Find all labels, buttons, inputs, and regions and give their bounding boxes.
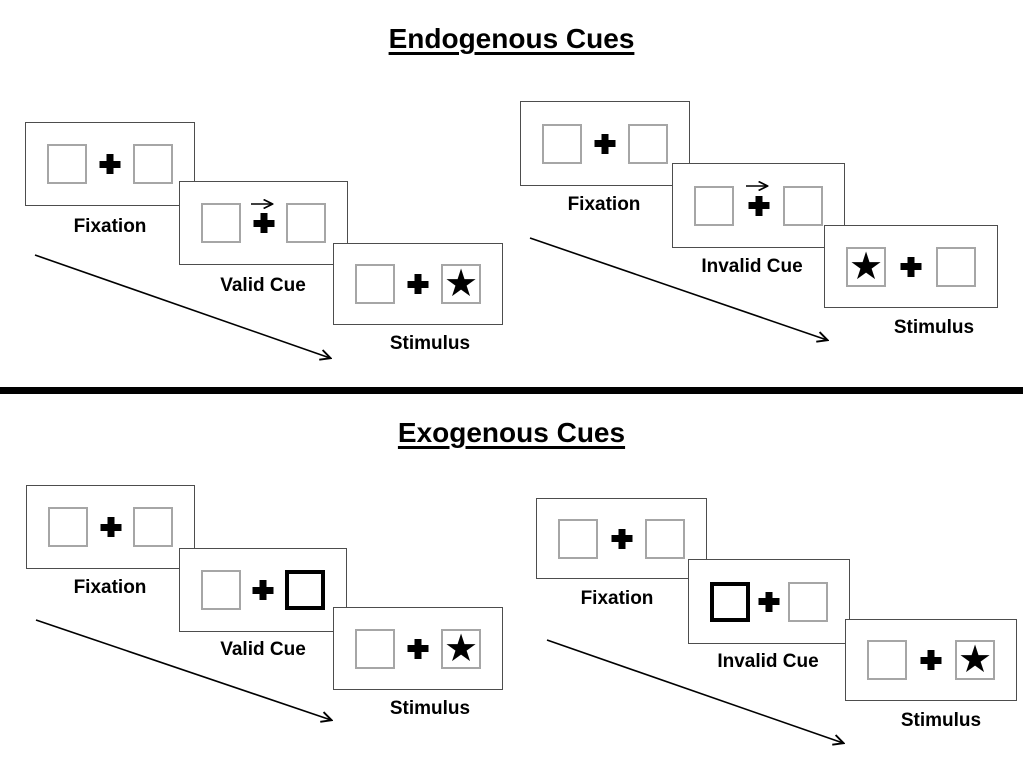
placeholder-box-right — [133, 507, 173, 547]
step-label: Fixation — [73, 577, 147, 598]
section-title-endogenous: Endogenous Cues — [388, 23, 635, 54]
fixation-cross-icon — [252, 580, 274, 600]
section-title-exogenous: Exogenous Cues — [397, 417, 626, 448]
timeline-arrow-icon — [35, 619, 343, 729]
invalid-cue-screen — [672, 163, 845, 248]
step-label: Fixation — [73, 216, 147, 237]
cue-box-highlighted — [285, 570, 325, 610]
target-box: ★ — [846, 245, 886, 288]
fixation-screen — [25, 122, 195, 206]
step-label: Stimulus — [900, 710, 982, 731]
valid-cue-screen — [179, 181, 348, 265]
placeholder-box-left — [201, 570, 241, 610]
section-divider — [0, 387, 1023, 394]
invalid-cue-screen — [688, 559, 850, 644]
step-label: Invalid Cue — [717, 651, 819, 672]
fixation-cross-icon — [99, 154, 121, 174]
fixation-cross-icon — [748, 195, 769, 216]
step-label: Fixation — [567, 194, 641, 215]
step-label: Stimulus — [389, 698, 471, 719]
placeholder-box-left — [694, 185, 734, 226]
arrow-cue-icon — [745, 181, 773, 191]
cue-box-highlighted — [710, 581, 750, 622]
placeholder-box-left — [355, 628, 395, 669]
step-label: Fixation — [580, 588, 654, 609]
fixation-cross-icon — [758, 591, 780, 612]
fixation-cross-icon — [611, 528, 632, 549]
placeholder-box-left — [48, 507, 88, 547]
placeholder-box-right — [645, 518, 685, 559]
fixation-cross-icon — [407, 274, 429, 294]
placeholder-box-left — [47, 144, 87, 184]
valid-cue-screen — [179, 548, 347, 632]
placeholder-box-right — [783, 185, 823, 226]
stimulus-screen: ★ — [824, 225, 998, 308]
step-label: Stimulus — [893, 317, 975, 338]
fixation-cross-icon — [900, 256, 922, 277]
target-star-icon: ★ — [443, 263, 479, 305]
placeholder-box-right — [628, 123, 668, 164]
timeline-arrow-icon — [546, 639, 854, 753]
arrow-cue-icon — [250, 199, 278, 209]
step-label: Valid Cue — [220, 275, 306, 296]
placeholder-box-right — [936, 246, 976, 287]
fixation-screen — [536, 498, 707, 579]
placeholder-box-left — [867, 640, 907, 680]
step-label: Invalid Cue — [701, 256, 803, 277]
target-box: ★ — [441, 264, 481, 304]
stimulus-screen: ★ — [333, 607, 503, 690]
placeholder-box-left — [201, 203, 241, 243]
fixation-screen — [26, 485, 195, 569]
step-label: Stimulus — [389, 333, 471, 354]
fixation-screen — [520, 101, 690, 186]
target-box: ★ — [441, 627, 481, 670]
step-label: Valid Cue — [220, 639, 306, 660]
target-star-icon: ★ — [848, 245, 884, 288]
placeholder-box-right — [133, 144, 173, 184]
placeholder-box-left — [542, 123, 582, 164]
fixation-cross-icon — [253, 213, 274, 233]
stimulus-screen: ★ — [845, 619, 1017, 701]
placeholder-box-right — [788, 581, 828, 622]
target-star-icon: ★ — [957, 639, 993, 681]
fixation-cross-icon — [407, 638, 429, 659]
timeline-arrow-icon — [529, 237, 837, 349]
stimulus-screen: ★ — [333, 243, 503, 325]
placeholder-box-left — [558, 518, 598, 559]
fixation-cross-icon — [594, 133, 616, 154]
target-star-icon: ★ — [443, 627, 479, 670]
placeholder-box-right — [286, 203, 326, 243]
target-box: ★ — [955, 640, 995, 680]
placeholder-box-left — [355, 264, 395, 304]
fixation-cross-icon — [920, 650, 942, 670]
fixation-cross-icon — [100, 517, 121, 537]
timeline-arrow-icon — [34, 254, 342, 368]
